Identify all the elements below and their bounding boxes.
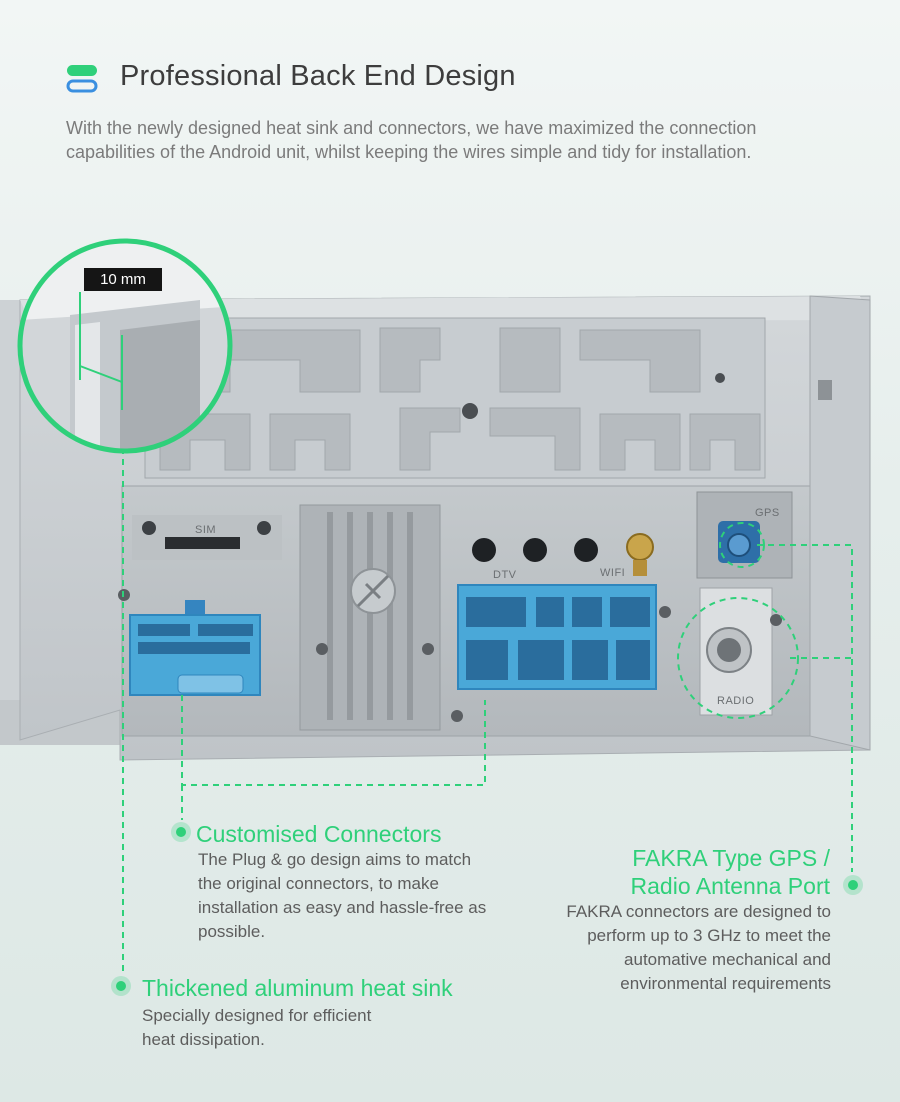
- heatsink-title: Thickened aluminum heat sink: [142, 975, 453, 1001]
- connectors-description: The Plug & go design aims to match the o…: [198, 850, 487, 941]
- heatsink-description: Specially designed for efficient heat di…: [142, 1006, 372, 1049]
- connectors-title: Customised Connectors: [196, 821, 442, 847]
- fakra-title-line1: FAKRA Type GPS /: [632, 845, 830, 871]
- page-description: With the newly designed heat sink and co…: [66, 118, 757, 162]
- measure-badge: 10 mm: [84, 268, 162, 291]
- dtv-label: DTV: [493, 569, 517, 581]
- fakra-description: FAKRA connectors are designed to perform…: [566, 902, 831, 993]
- page-title: Professional Back End Design: [120, 60, 516, 92]
- fakra-marker-dot: [843, 875, 863, 895]
- heatsink-marker-dot: [111, 976, 131, 996]
- pill-stack-icon: [66, 65, 98, 93]
- gps-label: GPS: [755, 507, 780, 519]
- connectors-marker-dot: [171, 822, 191, 842]
- wifi-label: WIFI: [600, 567, 626, 579]
- sim-label: SIM: [195, 524, 217, 536]
- fakra-title-line2: Radio Antenna Port: [630, 873, 830, 899]
- radio-label: RADIO: [717, 695, 755, 707]
